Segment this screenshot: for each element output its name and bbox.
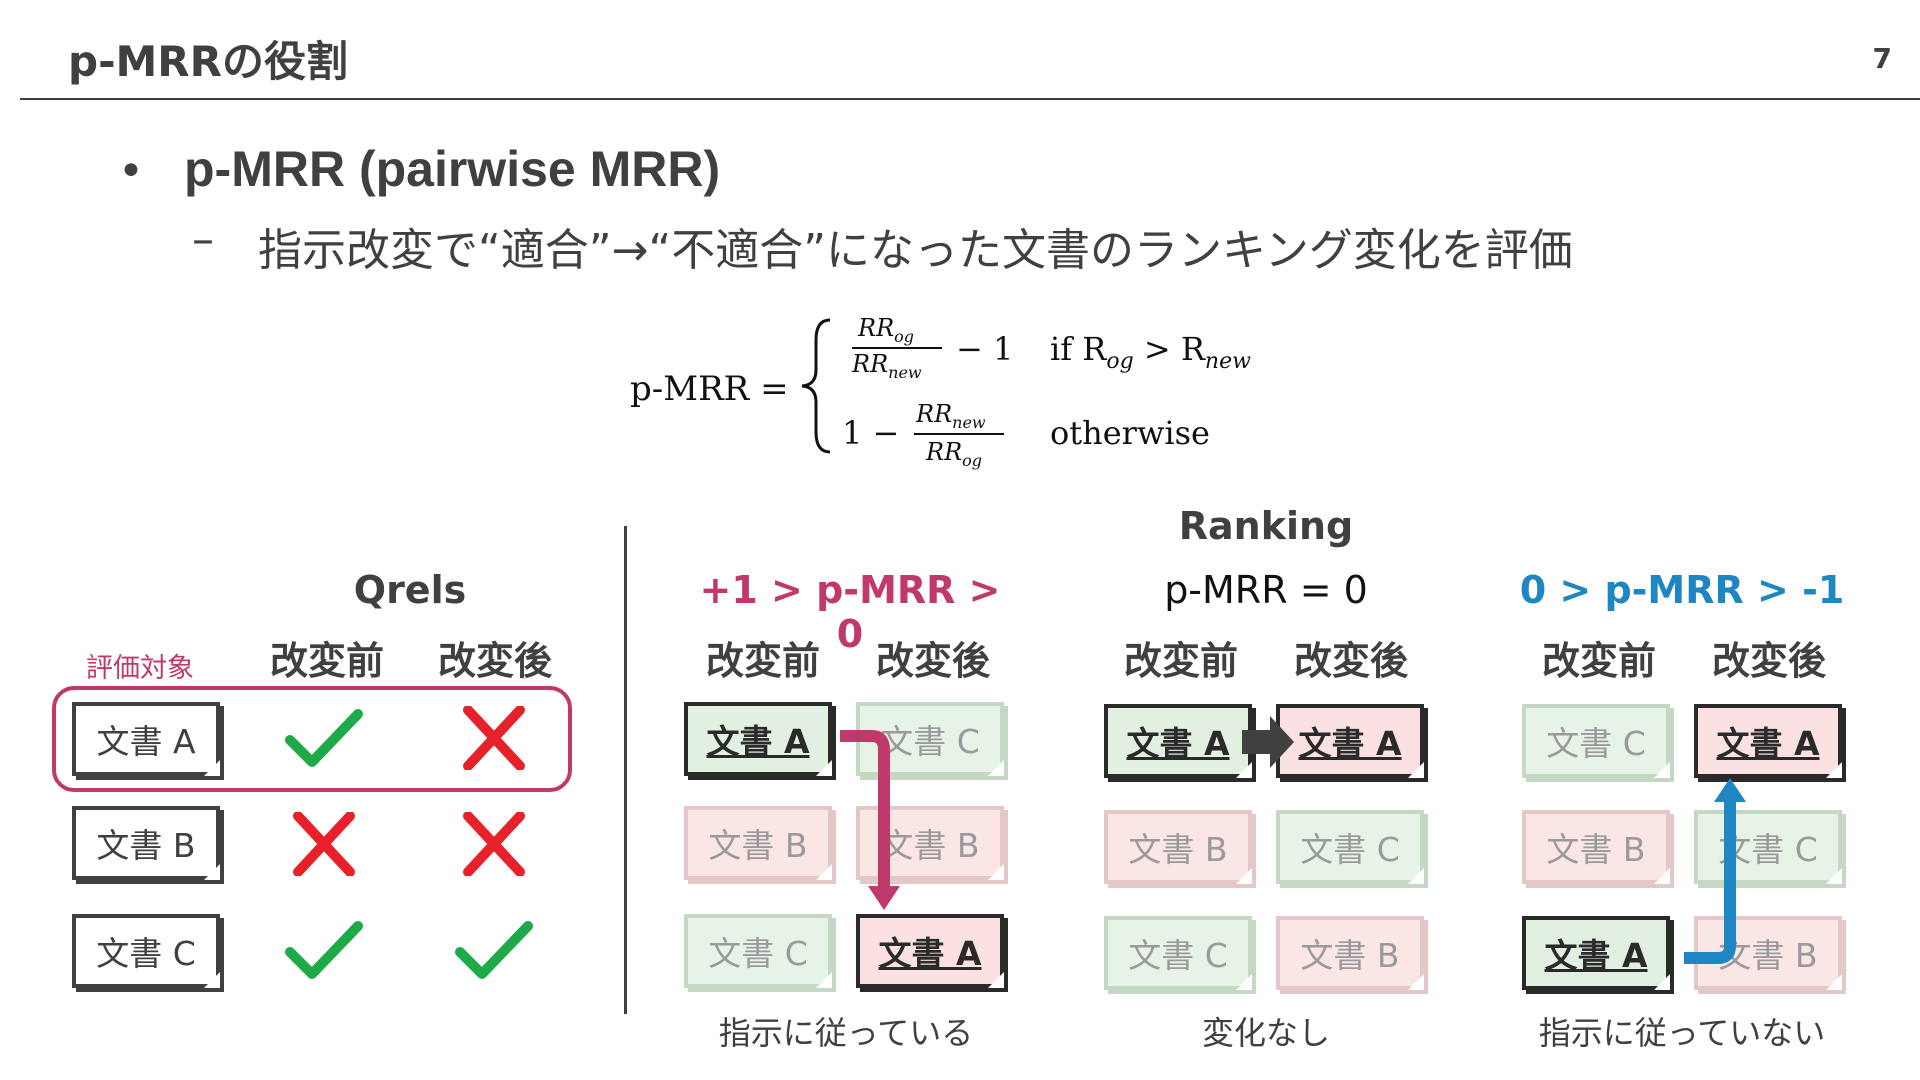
panel3-caption: 指示に従っていない <box>1538 1014 1826 1052</box>
case1-den-sub: new <box>888 363 922 382</box>
case1-cond: if R <box>1050 330 1107 368</box>
panel3-before-doc-c: 文書 C <box>1522 704 1670 778</box>
svg-text:RRnew: RRnew <box>851 350 922 382</box>
panel1-heading: +1 > p-MRR > 0 <box>699 568 1001 656</box>
sub-bullet-dash: – <box>192 214 214 265</box>
formula-lhs: p-MRR = <box>630 369 789 409</box>
panel2-before-doc-c: 文書 C <box>1104 916 1252 990</box>
p-mrr-formula: p-MRR = RRog RRnew − 1 if Rog > Rnew 1 −… <box>630 314 1251 470</box>
qrels-before-header: 改変前 <box>269 639 384 683</box>
qrels-doc-a: 文書 A <box>72 702 220 776</box>
case2-den: RR <box>925 438 962 466</box>
eval-target-highlight <box>52 686 572 792</box>
svg-text:RRog: RRog <box>857 314 914 346</box>
check-icon <box>455 921 533 979</box>
panel3-after-header: 改変後 <box>1711 639 1826 683</box>
panel2-heading: p-MRR = 0 <box>1164 568 1368 612</box>
check-icon <box>285 709 363 767</box>
down-arrowhead-icon <box>868 886 900 910</box>
svg-text:if Rog > Rnew: if Rog > Rnew <box>1050 330 1251 374</box>
panel2-after-doc-a: 文書 A <box>1276 704 1424 778</box>
check-icon <box>285 921 363 979</box>
case2-head: 1 − <box>842 414 899 452</box>
panel3-before-doc-a: 文書 A <box>1522 916 1670 990</box>
panel3-heading: 0 > p-MRR > -1 <box>1519 568 1845 612</box>
svg-text:RRnew: RRnew <box>915 400 986 432</box>
section-divider <box>624 526 627 1014</box>
slide-title: p-MRRの役割 <box>68 37 348 86</box>
ranking-title: Ranking <box>1178 504 1354 548</box>
cross-icon <box>463 706 525 770</box>
panel1-after-doc-b: 文書 B <box>856 806 1004 880</box>
panel3-before-header: 改変前 <box>1541 639 1656 683</box>
panel2-caption: 変化なし <box>1201 1014 1330 1052</box>
panel1-before-doc-c: 文書 C <box>684 914 832 988</box>
case1-cond-sub1: og <box>1106 349 1133 374</box>
case1-den: RR <box>851 350 888 378</box>
qrels-after-header: 改変後 <box>437 639 552 683</box>
case1-num: RR <box>857 314 894 342</box>
page-number: 7 <box>1872 42 1892 75</box>
panel1-before-doc-b: 文書 B <box>684 806 832 880</box>
qrels-doc-b: 文書 B <box>72 806 220 880</box>
panel2-after-doc-b: 文書 B <box>1276 916 1424 990</box>
panel3-after-doc-b: 文書 B <box>1694 916 1842 990</box>
panel2-after-doc-c: 文書 C <box>1276 810 1424 884</box>
case2-num-sub: new <box>952 413 986 432</box>
case1-tail: − 1 <box>956 330 1013 368</box>
case1-cond-sub2: new <box>1205 349 1251 374</box>
panel1-after-header: 改変後 <box>875 639 990 683</box>
panel3-before-doc-b: 文書 B <box>1522 810 1670 884</box>
panel1-before-header: 改変前 <box>705 639 820 683</box>
panel3-after-doc-c: 文書 C <box>1694 810 1842 884</box>
panel1-after-doc-c: 文書 C <box>856 702 1004 776</box>
panel1-before-doc-a: 文書 A <box>684 702 832 776</box>
svg-text:RRog: RRog <box>925 438 982 470</box>
case1-num-sub: og <box>894 327 914 346</box>
title-divider <box>20 98 1920 100</box>
panel1-caption: 指示に従っている <box>718 1014 974 1052</box>
eval-target-label: 評価対象 <box>86 653 194 684</box>
panel2-after-header: 改変後 <box>1293 639 1408 683</box>
sub-bullet-text: 指示改変で“適合”→“不適合”になった文書のランキング変化を評価 <box>258 225 1573 276</box>
panel1-after-doc-a: 文書 A <box>856 914 1004 988</box>
panel2-before-doc-b: 文書 B <box>1104 810 1252 884</box>
case2-cond: otherwise <box>1050 414 1210 452</box>
cross-icon <box>293 812 355 876</box>
bullet-text: p-MRR (pairwise MRR) <box>184 141 721 197</box>
qrels-doc-c: 文書 C <box>72 914 220 988</box>
cross-icon <box>463 812 525 876</box>
panel3-after-doc-a: 文書 A <box>1694 704 1842 778</box>
bullet-dot: • <box>118 146 144 197</box>
panel2-before-doc-a: 文書 A <box>1104 704 1252 778</box>
up-arrowhead-icon <box>1714 778 1746 802</box>
case2-den-sub: og <box>962 451 982 470</box>
case2-num: RR <box>915 400 952 428</box>
panel2-before-header: 改変前 <box>1123 639 1238 683</box>
formula-brace <box>801 318 831 454</box>
qrels-title: Qrels <box>353 568 467 612</box>
case1-cond-mid: > R <box>1134 330 1206 368</box>
